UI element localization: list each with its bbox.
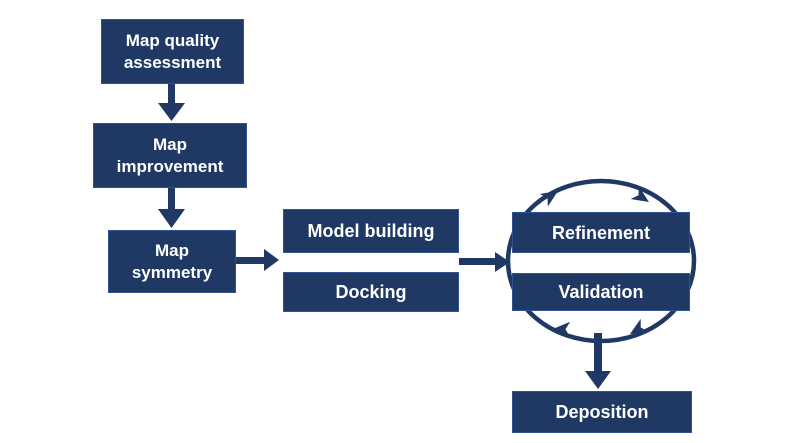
node-label: Deposition <box>555 402 649 422</box>
arrow-cycle-to-deposition <box>585 333 611 389</box>
cycle-arrowhead-bottom-right-icon <box>630 318 649 334</box>
node-label: Docking <box>335 282 407 302</box>
node-label: Model building <box>307 221 435 241</box>
node-refinement: Refinement <box>512 212 690 253</box>
arrow-improvement-to-symmetry <box>158 188 185 228</box>
node-label: Map quality <box>125 30 220 50</box>
cycle-arrowhead-top-left-icon <box>539 191 558 207</box>
arrow-symmetry-to-modelbuilding <box>236 249 279 271</box>
node-label: Map <box>153 134 187 154</box>
node-label: Map <box>155 240 189 260</box>
arrow-modelbuilding-to-refinement <box>459 252 510 272</box>
node-label: assessment <box>123 52 222 72</box>
node-docking: Docking <box>283 272 459 312</box>
node-validation: Validation <box>512 273 690 311</box>
node-deposition: Deposition <box>512 391 692 433</box>
cycle-ellipse <box>505 178 697 344</box>
node-label: Validation <box>558 282 644 302</box>
node-map-improvement: Map improvement <box>93 123 247 188</box>
node-label: improvement <box>116 156 224 176</box>
node-model-building: Model building <box>283 209 459 253</box>
node-label: Refinement <box>551 222 650 243</box>
node-map-symmetry: Map symmetry <box>108 230 236 293</box>
arrow-assessment-to-improvement <box>158 83 185 121</box>
node-label: symmetry <box>131 262 213 282</box>
node-map-quality-assessment: Map quality assessment <box>101 19 244 84</box>
cycle-arrowhead-bottom-left-icon <box>553 321 571 337</box>
cycle-arrowhead-top-right-icon <box>630 186 649 202</box>
